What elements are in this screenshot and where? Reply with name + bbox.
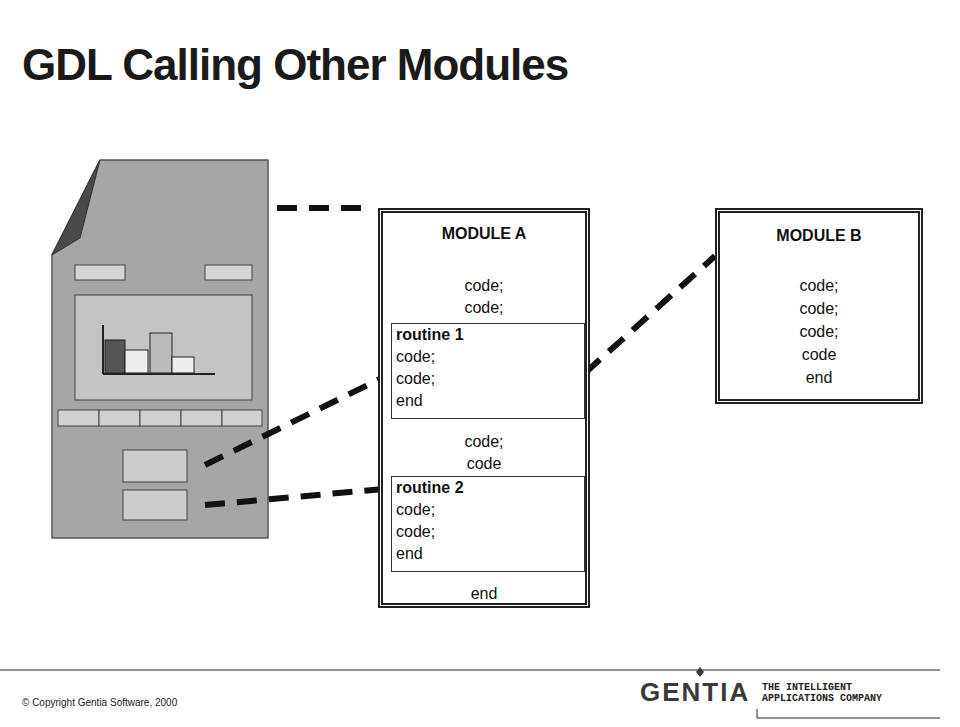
chart-bar bbox=[125, 350, 148, 373]
leader-lines bbox=[205, 208, 384, 505]
dashed-connector bbox=[585, 256, 715, 373]
ui-button bbox=[123, 450, 187, 482]
code-line: code; bbox=[383, 275, 585, 297]
module-heading: routine 2 bbox=[396, 477, 580, 499]
code-line: end bbox=[383, 583, 585, 605]
code-line: code; bbox=[396, 499, 580, 521]
code-line: code; bbox=[383, 297, 585, 319]
chart-bar bbox=[105, 340, 125, 373]
page-fold bbox=[52, 160, 100, 255]
company-tagline: THE INTELLIGENT APPLICATIONS COMPANY bbox=[762, 682, 890, 704]
module-box: MODULE Acode;code;code;codeendroutine 1c… bbox=[378, 208, 590, 608]
code-line: code bbox=[383, 453, 585, 475]
code-line: code; bbox=[396, 521, 580, 543]
chart-bar bbox=[172, 357, 194, 373]
code-line: code; bbox=[720, 298, 918, 320]
module-heading: routine 1 bbox=[396, 324, 580, 346]
module-heading: MODULE B bbox=[720, 225, 918, 247]
ui-field bbox=[205, 265, 252, 280]
routine-box: routine 2code;code;end bbox=[391, 476, 585, 572]
copyright-note: © Copyright Gentia Software, 2000 bbox=[22, 697, 177, 708]
code-line: code; bbox=[383, 431, 585, 453]
code-line: code; bbox=[396, 346, 580, 368]
slide-title: GDL Calling Other Modules bbox=[22, 40, 568, 90]
code-line: end bbox=[396, 390, 580, 412]
code-line: end bbox=[396, 543, 580, 565]
logo-mark bbox=[696, 667, 704, 677]
code-line: code bbox=[720, 344, 918, 366]
chart-axis bbox=[102, 325, 104, 374]
ui-button bbox=[123, 490, 187, 520]
footer-rule bbox=[0, 670, 940, 671]
code-line: code; bbox=[396, 368, 580, 390]
footer-bracket bbox=[757, 709, 940, 718]
code-line: code; bbox=[720, 321, 918, 343]
company-logo: GENTIA bbox=[640, 678, 750, 707]
ui-field bbox=[75, 265, 125, 280]
module-box: MODULE Bcode;code;code;codeend bbox=[715, 208, 923, 404]
code-line: end bbox=[720, 367, 918, 389]
chart-panel bbox=[75, 295, 252, 400]
module-heading: MODULE A bbox=[383, 223, 585, 245]
routine-box: routine 1code;code;end bbox=[391, 323, 585, 419]
document-icon bbox=[52, 160, 268, 538]
chart-bar bbox=[150, 333, 172, 373]
code-line: code; bbox=[720, 275, 918, 297]
button-row bbox=[58, 410, 262, 426]
